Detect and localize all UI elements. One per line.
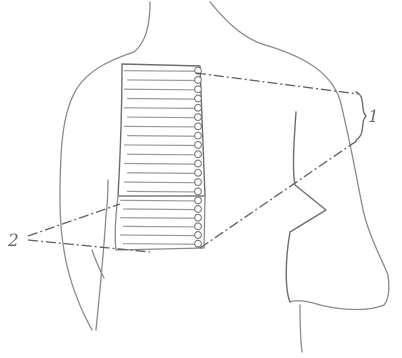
fold-line xyxy=(120,218,196,219)
button-icon xyxy=(195,86,202,93)
button-icon xyxy=(195,240,202,247)
right-shoulder-outer xyxy=(262,44,389,305)
upper-panel xyxy=(118,64,205,196)
fold-line xyxy=(123,209,196,210)
left-side-line xyxy=(106,180,108,215)
lower-panel-border xyxy=(115,196,205,250)
button-icon xyxy=(195,169,202,176)
fold-line xyxy=(127,99,196,100)
fold-line xyxy=(127,154,196,155)
lower-panel xyxy=(115,196,205,250)
upper-panel-border xyxy=(118,64,205,196)
fold-line xyxy=(120,200,196,201)
fold-line xyxy=(124,145,196,146)
brace-icon xyxy=(356,92,366,140)
button-icon xyxy=(195,114,202,121)
button-icon xyxy=(195,142,202,149)
button-icon xyxy=(195,132,202,139)
neck-left-line xyxy=(134,2,150,52)
button-icon xyxy=(195,160,202,167)
button-icon xyxy=(195,232,202,239)
fold-line xyxy=(124,126,196,127)
button-icon xyxy=(195,77,202,84)
fold-line xyxy=(123,244,196,245)
callout-1-leaders xyxy=(196,73,366,248)
fold-line xyxy=(127,117,196,118)
callout-2-leaders xyxy=(28,204,150,252)
button-icon xyxy=(195,214,202,221)
upper-fold-lines xyxy=(124,71,196,192)
right-tail xyxy=(300,305,302,352)
right-arm-lower xyxy=(290,301,384,310)
fold-line xyxy=(127,80,196,81)
button-icon xyxy=(195,179,202,186)
lower-button-row xyxy=(195,197,202,247)
fold-line xyxy=(127,173,196,174)
fold-line xyxy=(124,89,196,90)
fold-line xyxy=(124,182,196,183)
callout-label-1: 1 xyxy=(368,107,379,127)
body-outline xyxy=(60,2,389,352)
callout-label-2: 2 xyxy=(7,231,19,251)
button-icon xyxy=(195,188,202,195)
leader-1-bottom xyxy=(200,140,358,248)
fold-line xyxy=(123,226,196,227)
fold-line xyxy=(124,164,196,165)
button-icon xyxy=(195,206,202,213)
lower-fold-lines xyxy=(120,200,196,244)
button-icon xyxy=(195,95,202,102)
fold-line xyxy=(120,235,196,236)
button-icon xyxy=(195,151,202,158)
fold-line xyxy=(124,108,196,109)
neck-right-line xyxy=(210,2,262,44)
fold-line xyxy=(124,71,196,72)
upper-button-row xyxy=(195,67,202,195)
leader-1-top xyxy=(196,73,358,94)
right-lapel xyxy=(286,112,326,302)
button-icon xyxy=(195,123,202,130)
fold-line xyxy=(127,191,196,192)
left-arm-outer xyxy=(60,52,134,330)
button-icon xyxy=(195,197,202,204)
button-icon xyxy=(195,223,202,230)
leader-2-bottom xyxy=(28,240,150,252)
button-icon xyxy=(195,104,202,111)
fold-line xyxy=(127,136,196,137)
